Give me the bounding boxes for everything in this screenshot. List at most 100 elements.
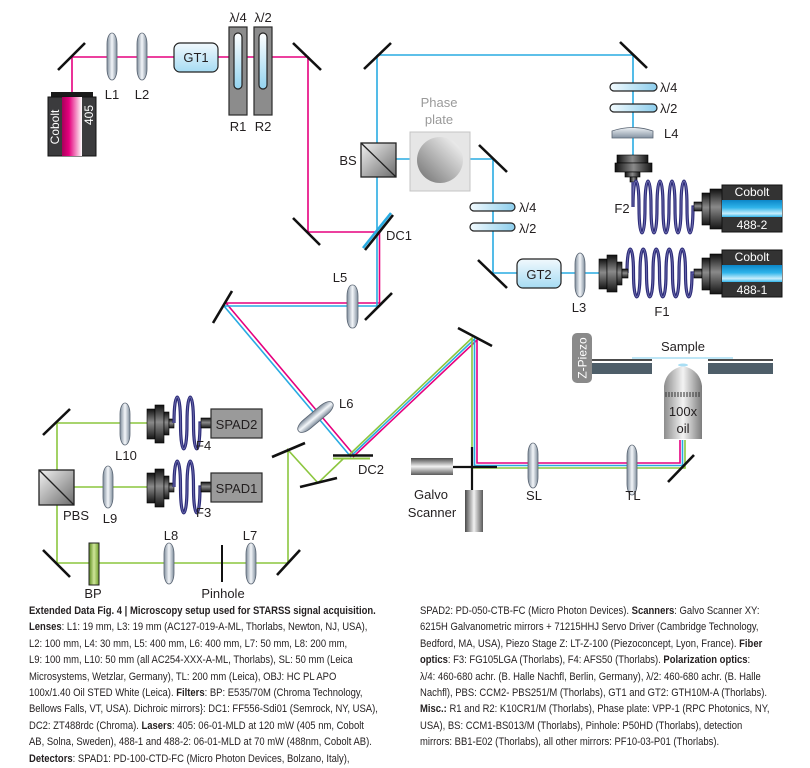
label-L1: L1 [105, 87, 119, 102]
label-F1: F1 [654, 304, 669, 319]
quarter-waveplate-icon [609, 82, 658, 92]
lens-L6 [297, 401, 334, 433]
fiber-coupler-F4-input [146, 404, 175, 444]
caption-line: Misc.: R1 and R2: K10CR1/M (Thorlabs), P… [420, 701, 798, 717]
stage-plate-left [592, 363, 652, 374]
mirror-icon [363, 42, 392, 70]
label-SL: SL [526, 488, 542, 503]
laser-name-label: 488-2 [737, 218, 768, 232]
mirror-icon [667, 454, 695, 483]
laser-brand-label: Cobolt [48, 109, 62, 144]
objective-lens [664, 363, 702, 439]
caption-text: L2: 100 mm, L4: 30 mm, L5: 400 mm, L6: 4… [29, 637, 348, 650]
dichroic-mirror-DC1 [361, 212, 395, 251]
label-phase-plate-line2: plate [425, 112, 453, 127]
coupler-plate [163, 475, 170, 500]
caption-bold-heading: Lasers [141, 719, 173, 732]
label-L2: L2 [135, 87, 149, 102]
fiber-F3 [172, 459, 203, 515]
caption-text: DC2: ZT488rdc (Chroma). [29, 719, 142, 732]
coupler-plate [606, 254, 618, 293]
fiber-coupler-F1-output [598, 254, 629, 293]
lens-L1 [106, 32, 118, 81]
laser-405: Cobolt 405 [47, 92, 97, 157]
coupler-neck [168, 418, 175, 429]
caption-bold-heading: Fiber [739, 637, 763, 650]
label-SPAD1: SPAD1 [216, 481, 258, 496]
caption-bold-heading: Filters [176, 687, 205, 700]
fiber-highlight [173, 396, 203, 450]
detection-mirror-icon [299, 476, 338, 489]
laser-brand-label: Cobolt [735, 185, 770, 199]
caption-line: USA), BS: CCM1-BS013/M (Thorlabs), Pinho… [420, 718, 798, 734]
bandpass-filter-BP [88, 542, 100, 586]
coupler-plate [709, 253, 723, 295]
coupler-neck [693, 201, 703, 212]
label-L3: L3 [572, 300, 586, 315]
mirror-icon [364, 292, 393, 321]
fiber-highlight [173, 460, 203, 514]
label-GT2: GT2 [526, 267, 551, 282]
label-half-waveplate: λ/2 [254, 10, 271, 25]
detector-connector [200, 417, 212, 429]
rotation-mount-R1 [228, 26, 248, 116]
dichroic-coating [361, 212, 393, 249]
mirror-icon [457, 326, 493, 348]
coupler-plate [624, 171, 641, 178]
dichroic-mirror-icon [363, 214, 395, 251]
caption-text: : 405: 06-01-MLD at 120 mW (405 nm, Cobo… [172, 719, 364, 732]
lens-L4 [611, 127, 654, 139]
rotation-mount-R2 [253, 26, 273, 116]
sample-stage [592, 357, 773, 374]
label-L4: L4 [664, 126, 678, 141]
fiber-F2 [631, 179, 703, 235]
lens-L9 [102, 465, 114, 509]
laser-emission-bar [722, 200, 782, 217]
fiber-highlight [632, 180, 703, 234]
detection-mirror-icon [276, 549, 301, 576]
label-quarter-waveplate: λ/4 [519, 200, 536, 215]
lens-L8 [163, 542, 175, 585]
fiber-F4 [172, 395, 203, 451]
caption-text: USA), BS: CCM1-BS013/M (Thorlabs), Pinho… [420, 719, 743, 732]
caption-text: Bellows Falls, VT, USA). Dichroic mirror… [29, 703, 378, 716]
label-GT1: GT1 [183, 50, 208, 65]
caption-text: 6215H Galvanometric mirrors + 71215HHJ S… [420, 621, 759, 634]
caption-text: λ/4: 460-680 achr. (B. Halle Nachfl, Ber… [420, 670, 761, 683]
mirror-icon [292, 217, 321, 246]
laser-488-1: Cobolt 488-1 [693, 249, 783, 298]
lens-L7 [245, 542, 257, 585]
coupler-neck [621, 268, 629, 279]
coupler-plate [598, 258, 608, 290]
caption-line: optics: F3: FG105LGA (Thorlabs), F4: AFS… [420, 652, 798, 668]
caption-line: Bellows Falls, VT, USA). Dichroic mirror… [29, 701, 407, 717]
mirror-icon [57, 42, 86, 71]
label-R2: R2 [255, 119, 272, 134]
laser-emission-bar [722, 265, 782, 282]
label-PBS: PBS [63, 508, 89, 523]
caption-line: L2: 100 mm, L4: 30 mm, L5: 400 mm, L6: 4… [29, 636, 407, 652]
laser-wavelength-label: 405 [82, 105, 96, 125]
label-R1: R1 [230, 119, 247, 134]
caption-bold-heading: Lenses [29, 621, 62, 634]
objective-knurl [665, 392, 700, 397]
caption-line: Lenses: L1: 19 mm, L3: 19 mm (AC127-019-… [29, 619, 407, 635]
coupler-neck [693, 268, 703, 279]
label-L6: L6 [339, 396, 353, 411]
coupler-plate [146, 472, 156, 504]
caption-text: : L1: 19 mm, L3: 19 mm (AC127-019-A-ML, … [61, 621, 368, 634]
caption-text: mirrors: BB1-E02 (Thorlabs), all other m… [420, 736, 720, 749]
galvo-motor-x-icon [411, 458, 453, 475]
coupler-plate [701, 192, 711, 226]
coupler-plate [163, 411, 170, 436]
laser-aperture [51, 92, 93, 97]
label-F3: F3 [196, 505, 211, 520]
label-z-piezo: Z-Piezo [576, 337, 590, 379]
caption-bold-heading: Scanners [631, 605, 675, 617]
caption-bold-heading: Detectors [29, 752, 73, 765]
z-piezo-stage [572, 333, 592, 383]
caption-line: Nachfl), PBS: CCM2- PBS251/M (Thorlabs),… [420, 685, 798, 701]
caption-line: 100x/1.40 Oil STED White (Leica). Filter… [29, 685, 407, 701]
mirrors [42, 41, 695, 578]
caption-right-column: SPAD2: PD-050-CTB-FC (Micro Photon Devic… [420, 603, 798, 751]
